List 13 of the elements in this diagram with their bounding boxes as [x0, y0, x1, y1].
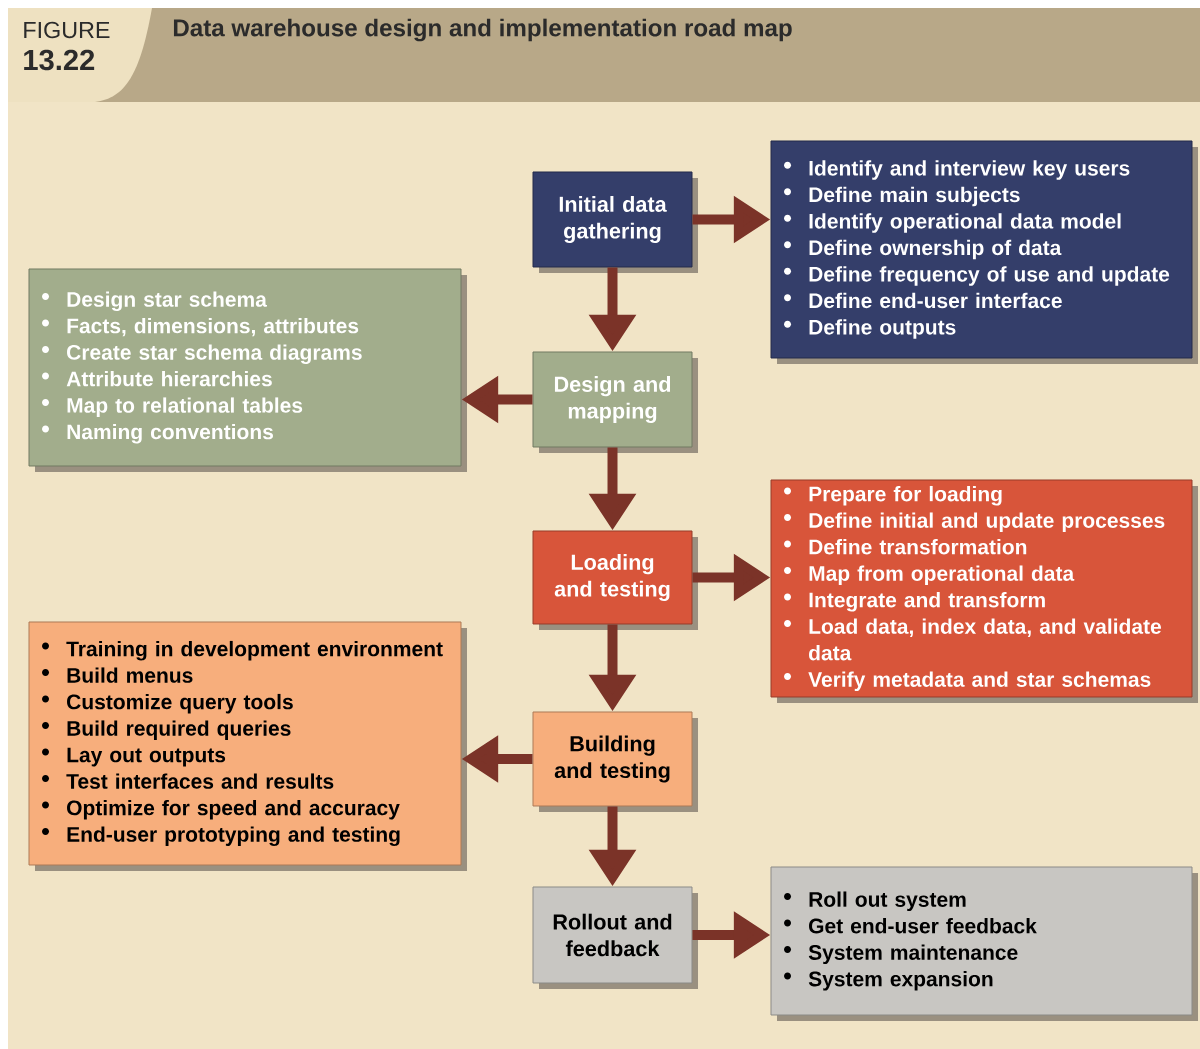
list-box: Design star schema Facts, dimensions, attributes Create star schema diagrams Attribute hierarchies Map to relational tables Naming conventions	[28, 268, 467, 472]
figure-number: 13.22	[24, 49, 95, 71]
step-box: Initial data gathering	[532, 171, 698, 273]
step-box: Rollout and feedback	[532, 886, 698, 989]
list-box: Prepare for loading Define initial and update processes Define transformation Map from operational data Integrate and transform Load data, index data, and validate data Verify metadata and star schemas	[770, 479, 1198, 703]
step-box: Design and mapping	[532, 351, 698, 453]
step-box: Loading and testing	[532, 530, 698, 630]
figure-label: FIGURE	[24, 21, 110, 39]
step-box: Building and testing	[532, 711, 698, 812]
title: Data warehouse design and implementation road map	[173, 18, 792, 42]
list-box: Roll out system Get end-user feedback System maintenance System expansion	[770, 866, 1198, 1021]
list-box: Training in development environment Build menus Customize query tools Build required queries Lay out outputs Test interfaces and results Optimize for speed and accuracy End-user prototyping and testing	[28, 621, 467, 871]
list-box: Identify and interview key users Define main subjects Identify operational data model Define ownership of data Define frequency of use and update Define end-user interface Define outputs	[770, 140, 1198, 364]
